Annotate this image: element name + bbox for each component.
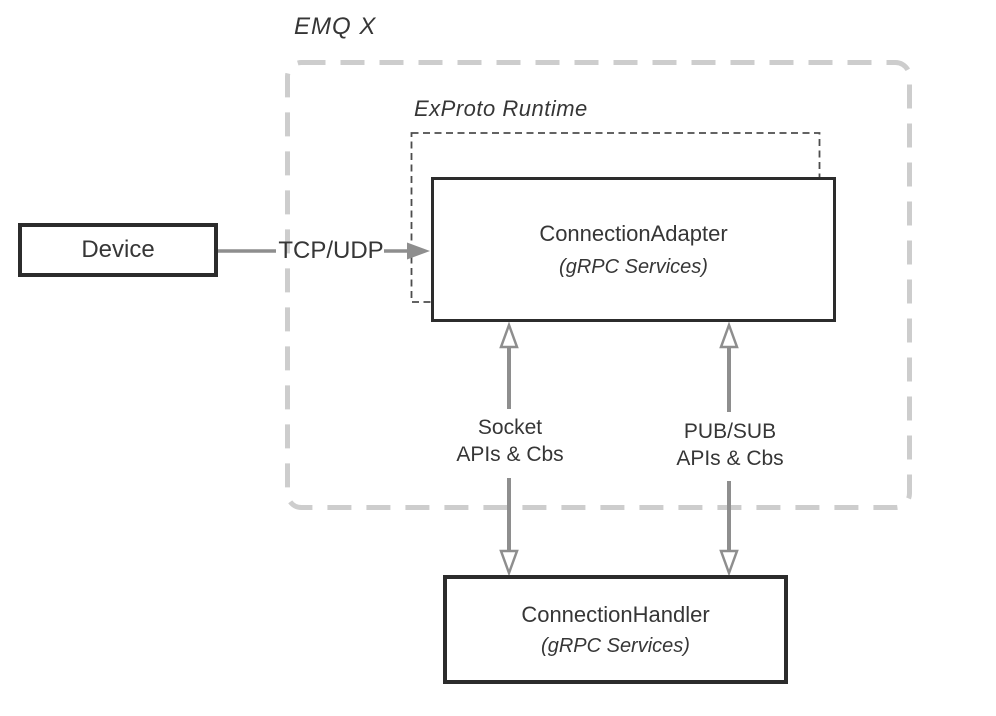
pubsub-apis-edge-label-line1: PUB/SUB <box>683 420 777 443</box>
tcp-udp-arrow <box>218 242 430 260</box>
socket-arrowhead-up <box>499 321 519 349</box>
socket-apis-edge-label-line2: APIs & Cbs <box>456 443 564 466</box>
connection-handler-subtitle: (gRPC Services) <box>541 634 690 657</box>
pubsub-apis-edge-label-line2: APIs & Cbs <box>676 447 784 470</box>
connection-adapter-node: ConnectionAdapter (gRPC Services) <box>431 177 836 322</box>
socket-arrowhead-down <box>499 549 519 577</box>
connection-handler-title: ConnectionHandler <box>521 601 710 627</box>
pubsub-apis-arrow <box>719 321 739 577</box>
connection-handler-node: ConnectionHandler (gRPC Services) <box>443 575 788 684</box>
pubsub-arrowhead-down <box>719 549 739 577</box>
device-node: Device <box>18 223 218 277</box>
pubsub-arrowhead-up <box>719 321 739 349</box>
tcp-udp-arrowhead <box>407 242 430 260</box>
emqx-container-title: EMQ X <box>294 13 377 40</box>
exproto-runtime-dashed-box <box>410 132 821 303</box>
socket-apis-edge-label-line1: Socket <box>477 416 543 439</box>
connection-adapter-subtitle: (gRPC Services) <box>559 255 708 278</box>
socket-apis-edge-label: Socket APIs & Cbs <box>456 414 563 468</box>
socket-apis-arrow <box>499 321 519 577</box>
tcp-udp-edge-label: TCP/UDP <box>278 237 384 264</box>
emqx-dashed-boundary <box>285 60 912 510</box>
connection-adapter-title: ConnectionAdapter <box>539 220 728 246</box>
pubsub-apis-edge-label: PUB/SUB APIs & Cbs <box>676 418 783 472</box>
exproto-runtime-title: ExProto Runtime <box>414 96 588 121</box>
device-node-label: Device <box>81 236 155 263</box>
